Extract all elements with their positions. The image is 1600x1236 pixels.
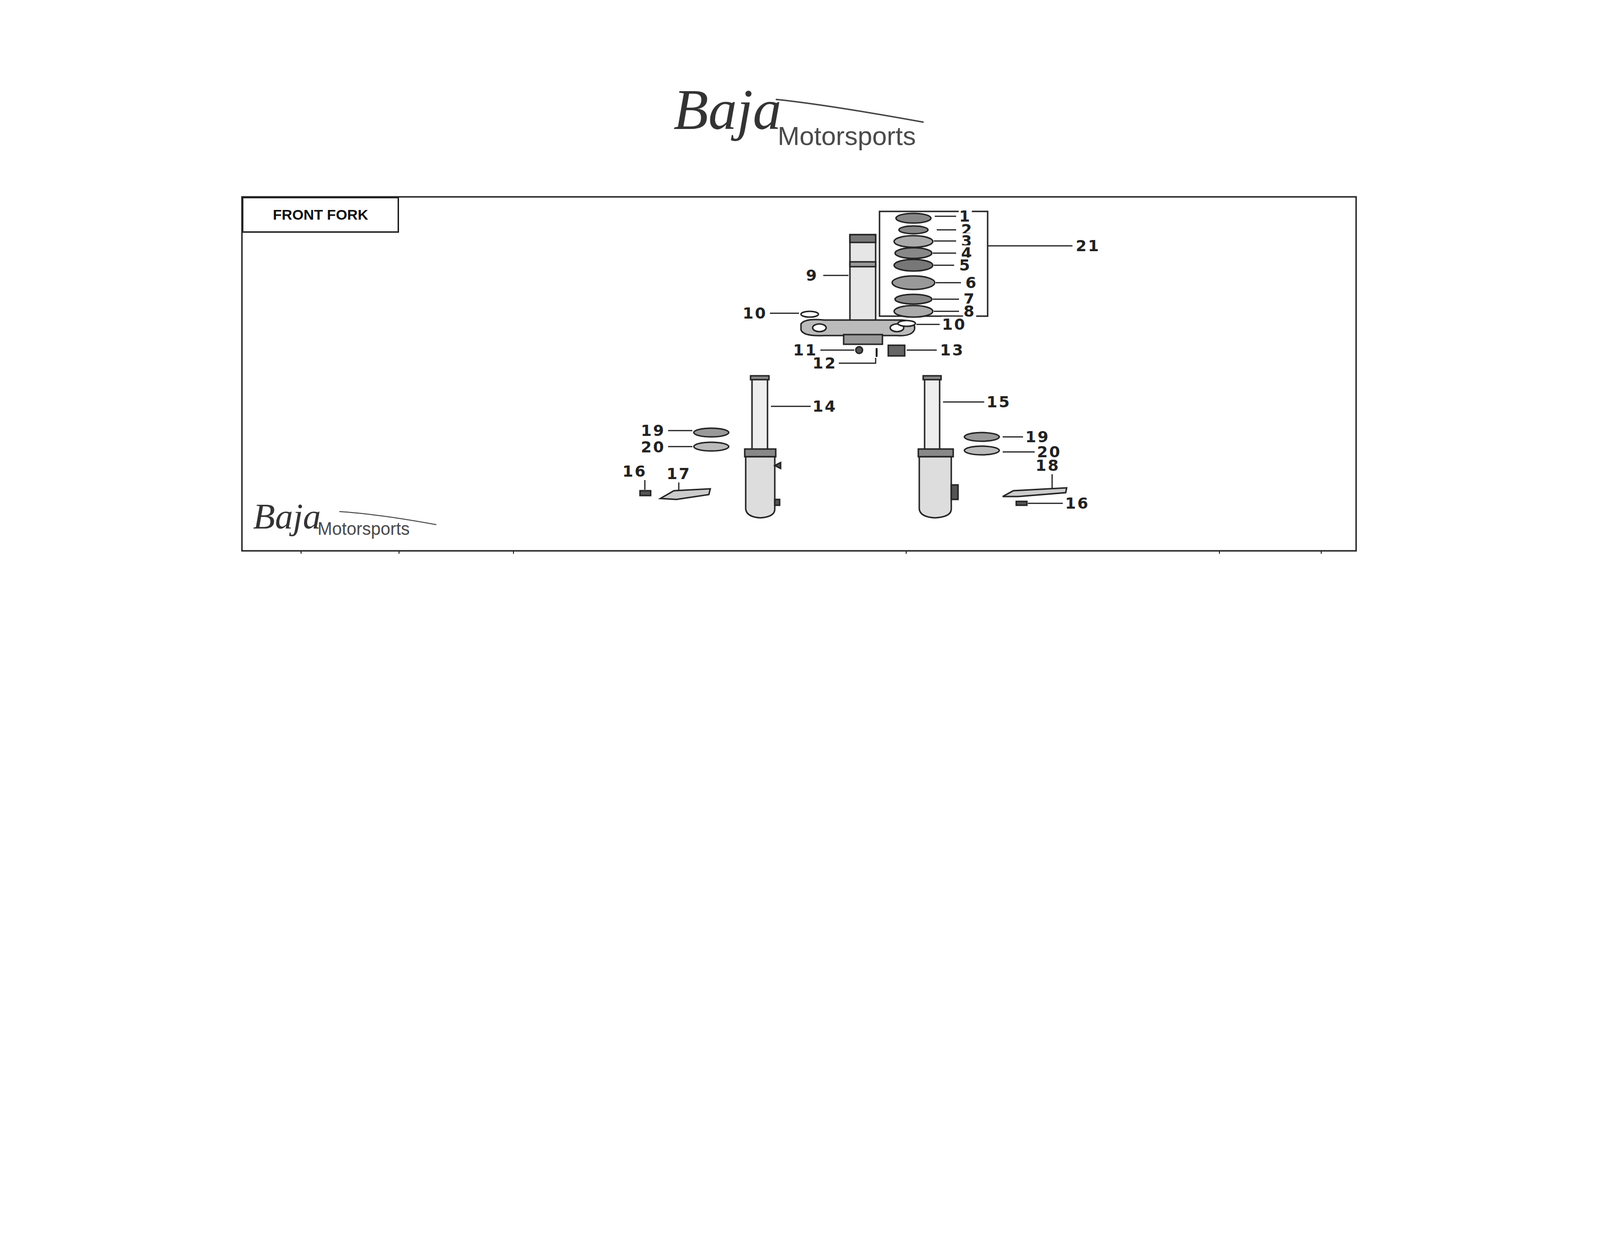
callout-number: 17 xyxy=(666,465,692,482)
callout-number: 20 xyxy=(640,439,667,455)
callout-number: 13 xyxy=(939,342,966,358)
callout-number: 5 xyxy=(958,257,972,273)
callout-number: 9 xyxy=(805,267,819,284)
callout-number: 18 xyxy=(1035,457,1061,474)
callout-number: 16 xyxy=(622,463,648,480)
logo-text: Baja xyxy=(673,81,782,139)
logo-text: Baja xyxy=(253,498,321,535)
logo-text: Motorsports xyxy=(777,122,916,149)
callout-number: 21 xyxy=(1075,238,1102,254)
callout-number: 10 xyxy=(941,316,968,333)
callout-number: 6 xyxy=(964,274,978,291)
callout-number: 19 xyxy=(640,422,667,439)
callout-number: 15 xyxy=(986,394,1012,410)
title-text: FRONT FORK xyxy=(272,206,369,224)
callout-number: 14 xyxy=(812,398,838,415)
title-tab: FRONT FORK xyxy=(241,196,400,233)
callout-number: 16 xyxy=(1064,495,1091,512)
callout-number: 19 xyxy=(1024,429,1051,445)
callout-number: 10 xyxy=(742,305,768,321)
callout-number: 12 xyxy=(812,355,838,371)
logo-text: Motorsports xyxy=(317,520,410,538)
